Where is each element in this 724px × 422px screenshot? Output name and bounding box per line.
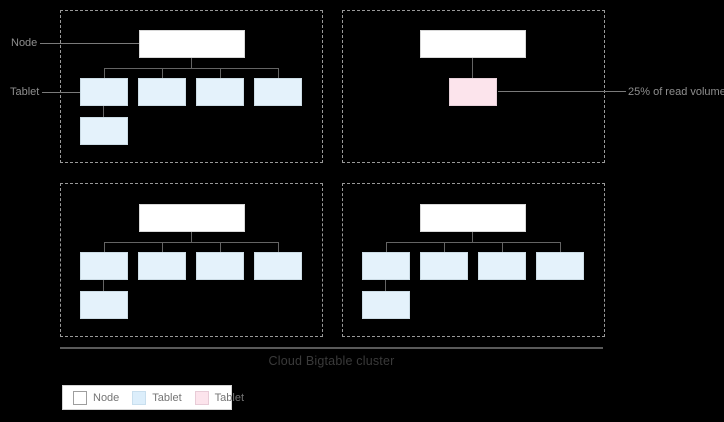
connector-line — [560, 242, 561, 252]
tablet-box — [138, 78, 186, 106]
connector-line — [502, 242, 503, 252]
node-group-bottom-left — [60, 183, 323, 337]
connector-line — [386, 242, 387, 252]
tablet-box — [196, 78, 244, 106]
connector-line — [104, 242, 279, 243]
hot-tablet-box — [449, 78, 497, 106]
tablet-box — [254, 252, 302, 280]
tablet-box — [536, 252, 584, 280]
node-box — [420, 204, 526, 232]
legend: Node Tablet Tablet — [62, 385, 244, 410]
connector-line — [104, 68, 279, 69]
node-group-top-right — [342, 10, 605, 163]
node-box — [139, 30, 245, 58]
legend-label: Tablet — [214, 391, 245, 404]
connector-line — [191, 232, 192, 242]
tablet-box — [254, 78, 302, 106]
tablet-box — [80, 78, 128, 106]
tablet-box — [478, 252, 526, 280]
tablet-box — [362, 291, 410, 319]
connector-line — [162, 242, 163, 252]
read-volume-leader-line — [498, 91, 626, 92]
connector-line — [278, 242, 279, 252]
cluster-caption: Cloud Bigtable cluster — [268, 354, 395, 368]
connector-line — [472, 232, 473, 242]
connector-line — [103, 280, 104, 291]
node-swatch — [73, 390, 87, 405]
tablet-box — [196, 252, 244, 280]
tablet-swatch — [132, 390, 147, 405]
tablet-box — [80, 291, 128, 319]
legend-item-node: Node — [73, 390, 120, 405]
node-group-bottom-right — [342, 183, 605, 337]
tablet-annotation-leader-line — [42, 92, 80, 93]
read-volume-annotation-label: 25% of read volume — [628, 86, 724, 98]
connector-line — [444, 242, 445, 252]
connector-line — [220, 68, 221, 78]
connector-line — [385, 280, 386, 291]
node-box — [139, 204, 245, 232]
connector-line — [104, 68, 105, 78]
connector-line — [104, 242, 105, 252]
connector-line — [472, 58, 473, 78]
connector-line — [386, 242, 561, 243]
legend-item-tablet: Tablet — [132, 390, 182, 405]
legend-label: Tablet — [152, 391, 182, 404]
cluster-divider-line — [60, 347, 603, 349]
tablet-box — [420, 252, 468, 280]
node-group-top-left — [60, 10, 323, 163]
tablet-box — [362, 252, 410, 280]
tablet-annotation-label: Tablet — [10, 86, 40, 98]
legend-label: Node — [93, 391, 120, 404]
legend-item-hot-tablet: Tablet — [194, 390, 245, 405]
node-box — [420, 30, 526, 58]
connector-line — [162, 68, 163, 78]
connector-line — [278, 68, 279, 78]
hot-tablet-swatch — [194, 390, 209, 405]
connector-line — [191, 58, 192, 68]
tablet-box — [138, 252, 186, 280]
tablet-box — [80, 252, 128, 280]
connector-line — [103, 106, 104, 117]
node-annotation-leader-line — [40, 43, 139, 44]
tablet-box — [80, 117, 128, 145]
connector-line — [220, 242, 221, 252]
node-annotation-label: Node — [11, 37, 38, 49]
